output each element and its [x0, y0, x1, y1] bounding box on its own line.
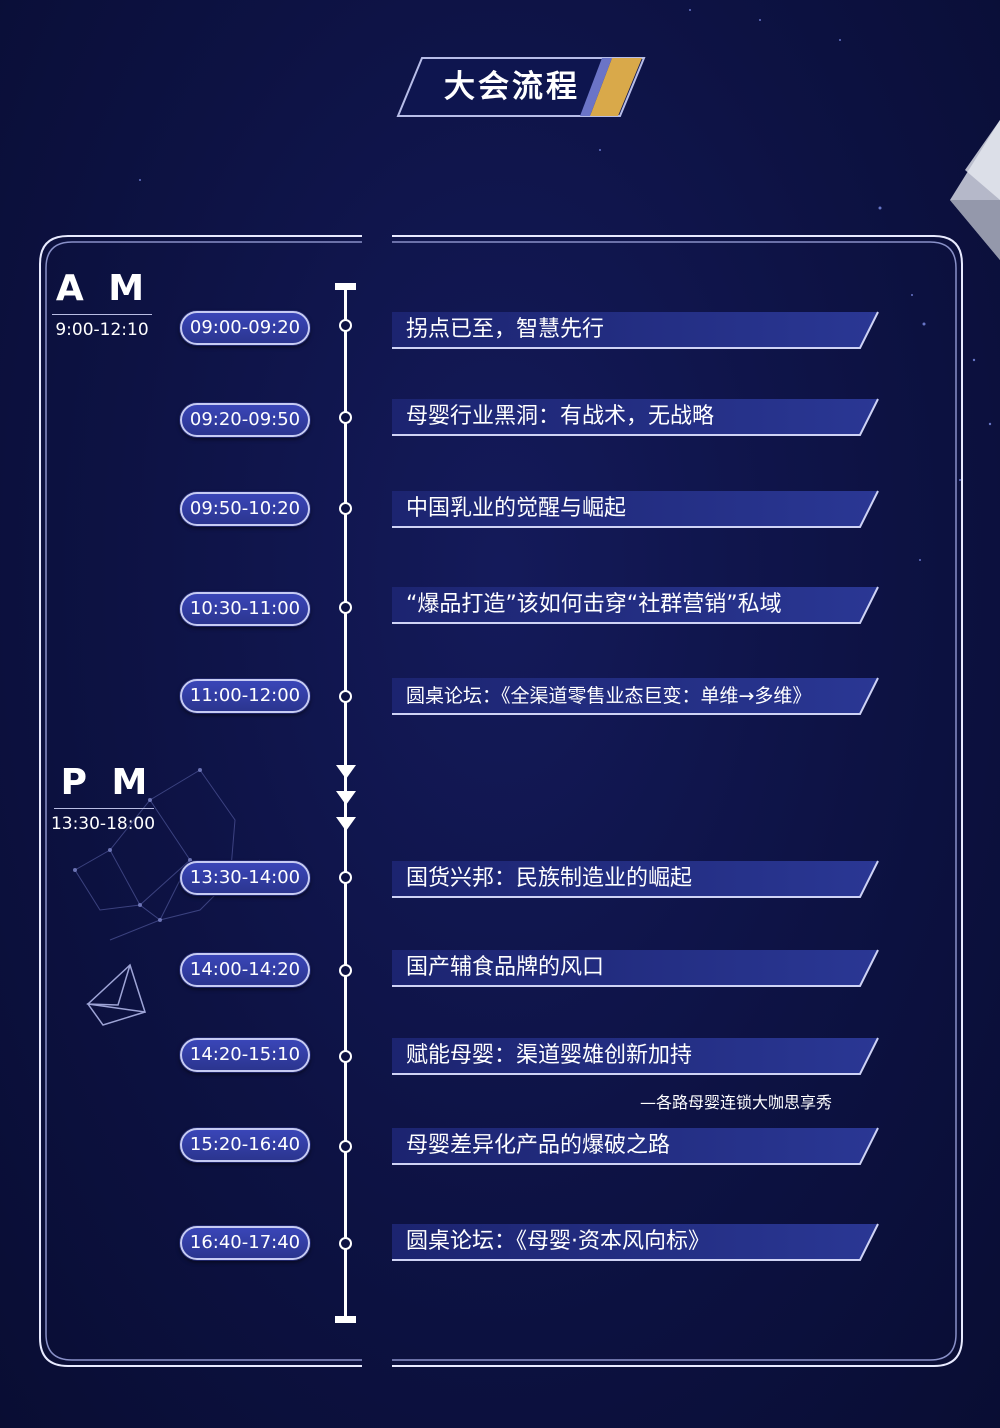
crystal-icon [950, 120, 1000, 260]
timeline-top-cap [335, 283, 356, 290]
time-pill: 15:20-16:40 [180, 1128, 310, 1162]
agenda-topic: 圆桌论坛：《全渠道零售业态巨变：单维→多维》 [406, 685, 812, 707]
session-am-code: A M [55, 268, 151, 309]
session-am-divider [52, 314, 152, 315]
timeline-dot [339, 1140, 352, 1153]
time-pill: 09:20-09:50 [180, 403, 310, 437]
timeline-dot [339, 871, 352, 884]
agenda-item: 赋能母婴：渠道婴雄创新加持 [392, 1036, 882, 1076]
agenda-item: 母婴差异化产品的爆破之路 [392, 1126, 882, 1166]
timeline-dot [339, 690, 352, 703]
agenda-item: 圆桌论坛：《全渠道零售业态巨变：单维→多维》 [392, 676, 882, 716]
title-banner [396, 57, 646, 117]
timeline-dot [339, 1237, 352, 1250]
timeline-dot [339, 1050, 352, 1063]
session-am-range: 9:00-12:10 [55, 320, 149, 340]
agenda-topic: 母婴差异化产品的爆破之路 [406, 1133, 671, 1158]
timeline-dot [339, 319, 352, 332]
agenda-item: “爆品打造”该如何击穿“社群营销”私域 [392, 585, 882, 625]
timeline-arrow-icon [336, 765, 356, 779]
agenda-topic: 国产辅食品牌的风口 [406, 955, 605, 980]
session-pm-code: P M [60, 762, 154, 803]
time-pill: 10:30-11:00 [180, 592, 310, 626]
agenda-topic: 中国乳业的觉醒与崛起 [406, 496, 627, 521]
agenda-item: 国产辅食品牌的风口 [392, 948, 882, 988]
agenda-item: 圆桌论坛：《母婴·资本风向标》 [392, 1222, 882, 1262]
agenda-topic: 赋能母婴：渠道婴雄创新加持 [406, 1043, 693, 1068]
agenda-item: 中国乳业的觉醒与崛起 [392, 489, 882, 529]
agenda-topic: “爆品打造”该如何击穿“社群营销”私域 [406, 592, 782, 617]
time-pill: 11:00-12:00 [180, 679, 310, 713]
time-pill: 13:30-14:00 [180, 861, 310, 895]
time-pill: 09:50-10:20 [180, 492, 310, 526]
agenda-item: 母婴行业黑洞：有战术，无战略 [392, 397, 882, 437]
timeline-dot [339, 502, 352, 515]
time-pill: 14:20-15:10 [180, 1038, 310, 1072]
timeline-bottom-cap [335, 1316, 356, 1323]
agenda-subnote: —各路母婴连锁大咖思享秀 [639, 1093, 832, 1112]
agenda-topic: 国货兴邦：民族制造业的崛起 [406, 866, 693, 891]
timeline-arrow-icon [336, 791, 356, 805]
timeline-dot [339, 601, 352, 614]
agenda-item: 国货兴邦：民族制造业的崛起 [392, 859, 882, 899]
time-pill: 09:00-09:20 [180, 311, 310, 345]
agenda-topic: 拐点已至，智慧先行 [406, 317, 605, 342]
agenda-topic: 圆桌论坛：《母婴·资本风向标》 [406, 1229, 710, 1254]
timeline-dot [339, 964, 352, 977]
timeline-arrow-icon [336, 817, 356, 831]
agenda-item: 拐点已至，智慧先行 [392, 310, 882, 350]
session-pm-divider [54, 808, 154, 809]
time-pill: 14:00-14:20 [180, 953, 310, 987]
session-pm-range: 13:30-18:00 [50, 814, 156, 834]
timeline-dot [339, 411, 352, 424]
agenda-topic: 母婴行业黑洞：有战术，无战略 [406, 404, 715, 429]
time-pill: 16:40-17:40 [180, 1226, 310, 1260]
page-title: 大会流程 [444, 69, 580, 105]
